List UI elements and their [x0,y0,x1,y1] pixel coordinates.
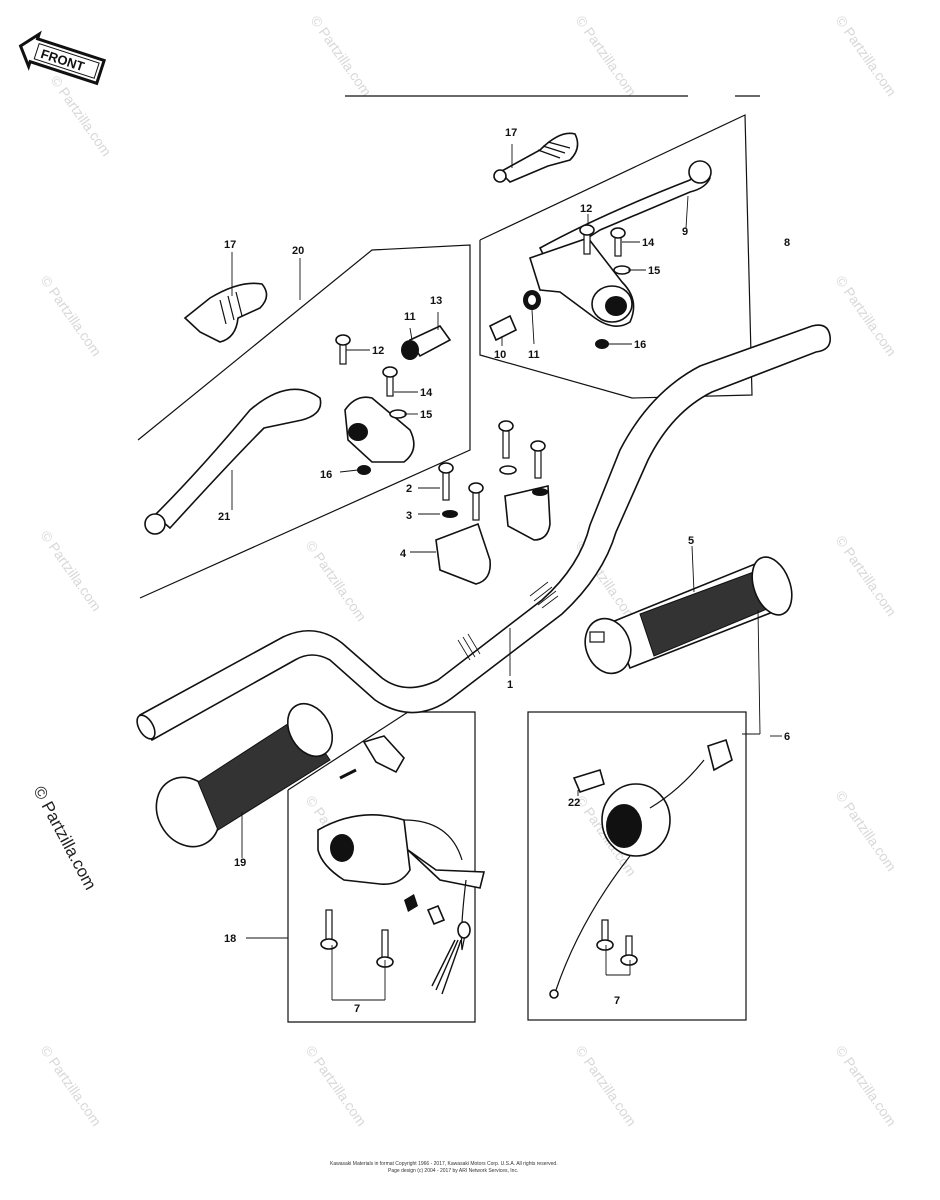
leader-lines [231,144,782,1001]
callout-13: 13 [430,295,442,307]
footer-page-design: Page design (c) 2004 - 2017 by ARI Netwo… [388,1168,518,1174]
callout-14-right: 14 [642,237,655,249]
left-brake-lever [144,388,322,535]
callouts: 1 2 3 4 5 6 7 7 8 9 10 11 11 12 12 13 14… [218,127,790,1015]
left-lever-holder [344,396,415,463]
left-switch-housing [317,735,486,995]
callout-16-right: 16 [634,339,646,351]
watermark: © Partzilla.com [38,528,105,614]
watermark: © Partzilla.com [303,1043,370,1129]
watermark: © Partzilla.com [48,73,115,159]
callout-17-right: 17 [505,127,517,139]
callout-11-right: 11 [528,349,540,361]
callout-14-left: 14 [420,387,433,399]
watermark: © Partzilla.com [38,273,105,359]
right-switch-group-box [527,711,747,1021]
front-arrow: FRONT [18,30,107,86]
left-grip [155,702,334,848]
callout-19: 19 [234,857,246,869]
callout-10: 10 [494,349,506,361]
watermark: © Partzilla.com [303,538,370,624]
handlebar [136,324,832,742]
callout-8: 8 [784,237,790,249]
left-hardware [335,324,452,475]
callout-21: 21 [218,511,230,523]
right-lever-dust-cover [493,132,579,183]
watermark: © Partzilla.com [308,13,375,99]
left-lever-dust-cover [183,282,268,343]
left-switch-group-box [287,711,476,1023]
callout-20: 20 [292,245,304,257]
callout-18: 18 [224,933,236,945]
watermark: © Partzilla.com [833,13,900,99]
right-lever-holder [529,237,635,327]
left-lever-group-box [137,244,471,599]
callout-4: 4 [400,548,407,560]
callout-1: 1 [507,679,513,691]
right-hardware [488,224,631,349]
watermark: © Partzilla.com [833,1043,900,1129]
watermark: © Partzilla.com [833,788,900,874]
callout-17-left: 17 [224,239,236,251]
handlebar-clamps [435,420,551,585]
callout-5: 5 [688,535,694,547]
callout-11-left: 11 [404,311,416,323]
callout-3: 3 [406,510,412,522]
watermark: © Partzilla.com [573,13,640,99]
footer-copyright: Kawasaki Materials in format Copyright 1… [330,1161,558,1167]
callout-7-left: 7 [354,1003,360,1015]
right-throttle-housing [549,738,733,999]
watermark: © Partzilla.com [833,273,900,359]
watermark: © Partzilla.com [833,533,900,619]
callout-16-left: 16 [320,469,332,481]
callout-12-left: 12 [372,345,384,357]
callout-6: 6 [784,731,790,743]
watermark: © Partzilla.com [573,1043,640,1129]
watermark: © Partzilla.com [38,1043,105,1129]
callout-15-left: 15 [420,409,432,421]
callout-7-right: 7 [614,995,620,1007]
callout-22: 22 [568,797,580,809]
right-grip [584,556,793,675]
callout-9: 9 [682,226,688,238]
callout-12-right: 12 [580,203,592,215]
callout-2: 2 [406,483,412,495]
footer: Kawasaki Materials in format Copyright 1… [330,1161,558,1174]
watermark-side: © Partzilla.com [29,783,100,893]
callout-15-right: 15 [648,265,660,277]
